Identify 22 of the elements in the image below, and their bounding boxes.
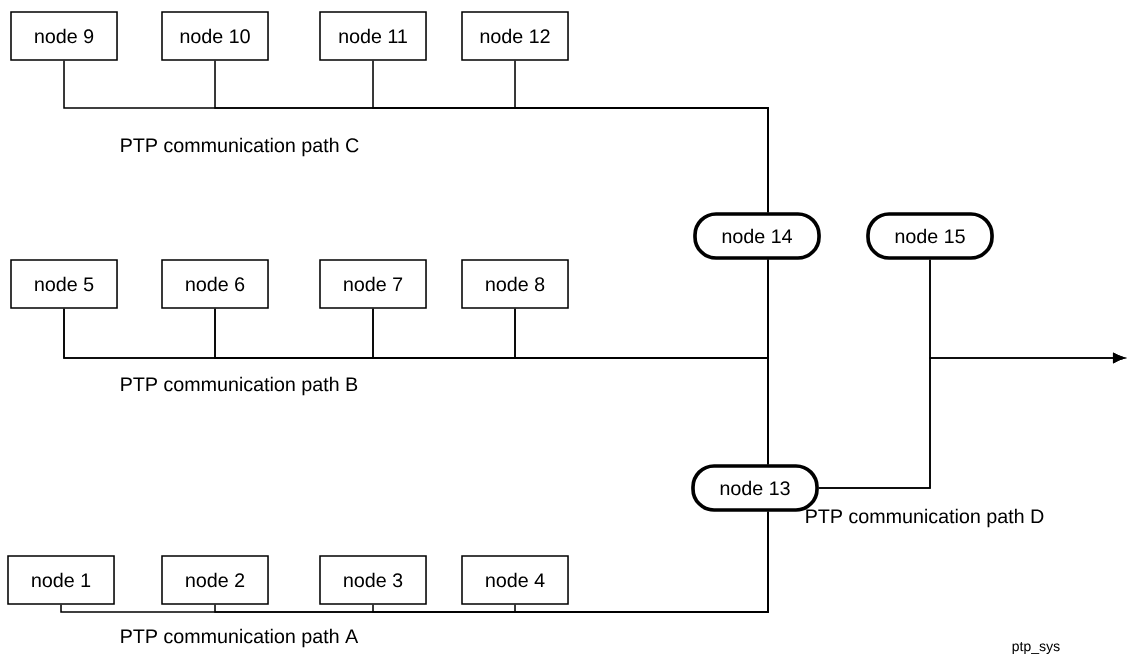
node-box: node 4 [461,555,569,605]
node-box: node 5 [10,259,118,309]
path-label: ptp_sys [1012,642,1060,654]
node-box: node 8 [461,259,569,309]
node-box: node 1 [7,555,115,605]
node-box: node 7 [319,259,427,309]
connector-line [514,60,769,213]
node-box: node 2 [161,555,269,605]
rounded-node-box: node 15 [866,212,994,260]
node-box: node 12 [461,11,569,61]
node-box: node 3 [319,555,427,605]
node-box: node 10 [161,11,269,61]
connector-line [929,259,1125,363]
path-label: PTP communication path A [121,628,359,648]
path-label: PTP communication path B [121,376,358,396]
path-label: PTP communication path C [121,137,359,157]
connector-line [514,511,769,613]
node-box: node 6 [161,259,269,309]
connector-line [767,259,769,465]
rounded-node-box: node 14 [693,212,821,260]
node-box: node 9 [10,11,118,61]
node-box: node 11 [319,11,427,61]
